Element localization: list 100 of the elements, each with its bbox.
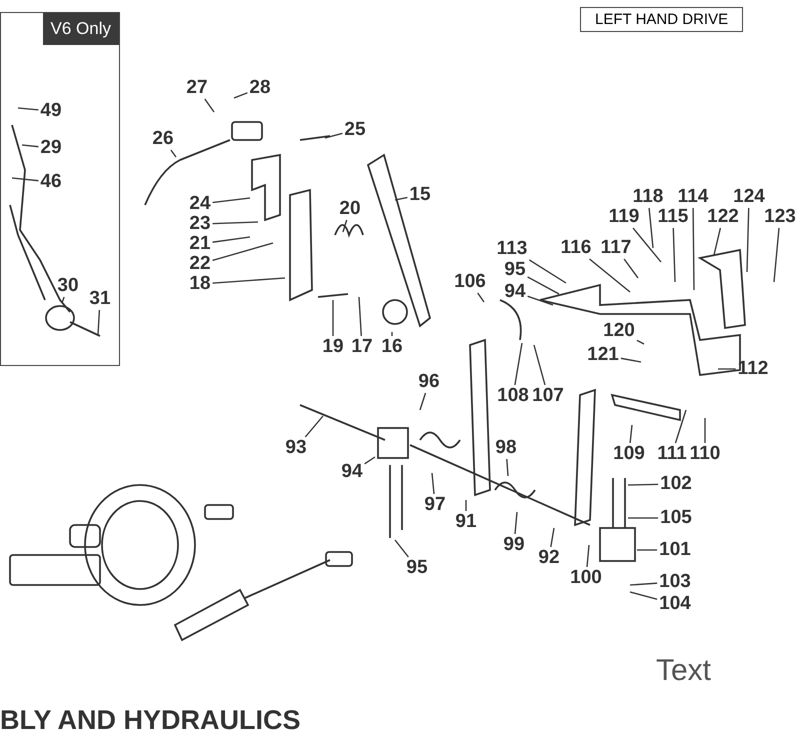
leader-line (620, 358, 642, 363)
callout-number: 21 (189, 234, 211, 254)
callout-number: 27 (186, 78, 208, 98)
leader-line (212, 197, 250, 204)
leader-line (324, 132, 343, 139)
callout-number: 25 (344, 120, 366, 140)
leader-line (628, 517, 658, 519)
callout-number: 103 (659, 572, 691, 592)
leader-line (477, 292, 485, 302)
callout-number: 46 (40, 172, 62, 192)
callout-number: 108 (497, 386, 529, 406)
callout-number: 119 (608, 207, 640, 227)
leader-line (18, 107, 38, 111)
callout-number: 29 (40, 138, 62, 158)
callout-number: 124 (733, 187, 765, 207)
callout-number: 95 (504, 260, 526, 280)
leader-line (419, 392, 426, 410)
callout-number: 92 (538, 548, 560, 568)
badge-label: LEFT HAND DRIVE (580, 7, 744, 32)
callout-number: 31 (89, 289, 111, 309)
callout-number: 94 (504, 282, 526, 302)
leader-line (527, 296, 554, 306)
leader-line (364, 456, 376, 464)
callout-number: 20 (339, 199, 361, 219)
callout-number: 16 (381, 337, 403, 357)
callout-number: 98 (495, 438, 517, 458)
leader-line (630, 582, 658, 586)
leader-line (674, 410, 687, 444)
callout-number: 19 (322, 337, 344, 357)
leader-line (636, 340, 644, 345)
callout-number: 100 (570, 568, 602, 588)
leader-line (234, 92, 248, 99)
leader-line (629, 424, 633, 444)
callout-number: 120 (603, 321, 635, 341)
callout-number: 121 (587, 345, 619, 365)
leader-line (332, 300, 334, 336)
callout-number: 107 (532, 386, 564, 406)
leader-line (718, 368, 736, 370)
leader-line (358, 296, 362, 336)
callout-number: 104 (659, 594, 691, 614)
callout-number: 95 (406, 558, 428, 578)
leader-line (550, 528, 555, 548)
callout-number: 17 (351, 337, 373, 357)
leader-line (506, 458, 509, 476)
leader-line (394, 540, 409, 558)
callout-number: 102 (660, 474, 692, 494)
panel-heading: V6 Only (42, 13, 119, 45)
leader-line (713, 228, 722, 256)
callout-number: 26 (152, 129, 174, 149)
leader-line (394, 196, 408, 201)
leader-line (773, 228, 780, 282)
callout-number: 97 (424, 495, 446, 515)
leader-line (391, 332, 393, 336)
leader-line (97, 310, 100, 336)
leader-line (212, 221, 258, 224)
leader-line (12, 177, 38, 182)
callout-number: 114 (678, 187, 708, 207)
callout-number: 105 (660, 508, 692, 528)
callout-number: 113 (496, 239, 528, 259)
leader-line (431, 472, 435, 494)
callout-number: 117 (600, 238, 632, 258)
callout-number: 118 (632, 187, 664, 207)
callout-number: 116 (560, 238, 592, 258)
leader-line (648, 208, 654, 248)
leader-line (61, 296, 65, 304)
leader-line (342, 220, 348, 232)
callout-number: 111 (657, 444, 687, 464)
leader-line (212, 277, 286, 284)
leader-line (465, 500, 467, 511)
callout-number: 15 (409, 185, 431, 205)
leader-line (632, 228, 662, 262)
callout-number: 30 (57, 276, 79, 296)
inset-panel (0, 12, 120, 366)
leader-line (624, 258, 639, 278)
leader-line (22, 144, 38, 148)
leader-line (704, 418, 706, 443)
leader-line (637, 549, 658, 551)
callout-number: 93 (285, 438, 307, 458)
leader-line (514, 512, 518, 534)
callout-number: 24 (189, 194, 211, 214)
callout-number: 110 (690, 444, 720, 464)
leader-line (514, 342, 523, 386)
callout-number: 23 (189, 214, 211, 234)
leader-line (304, 416, 324, 438)
callout-number: 96 (418, 372, 440, 392)
callout-number: 123 (764, 207, 796, 227)
leader-line (204, 98, 215, 112)
leader-line (586, 544, 590, 568)
leader-line (692, 208, 695, 290)
callout-number: 28 (249, 78, 271, 98)
callout-number: 101 (659, 540, 691, 560)
callout-number: 49 (40, 101, 62, 121)
callout-number: 91 (455, 512, 477, 532)
leader-line (628, 484, 658, 486)
callout-number: 109 (613, 444, 645, 464)
callout-number: 18 (189, 274, 211, 294)
text-label: Text (656, 654, 712, 688)
page-title: BLY AND HYDRAULICS (0, 705, 301, 736)
leader-line (533, 344, 546, 386)
callout-number: 106 (454, 272, 486, 292)
